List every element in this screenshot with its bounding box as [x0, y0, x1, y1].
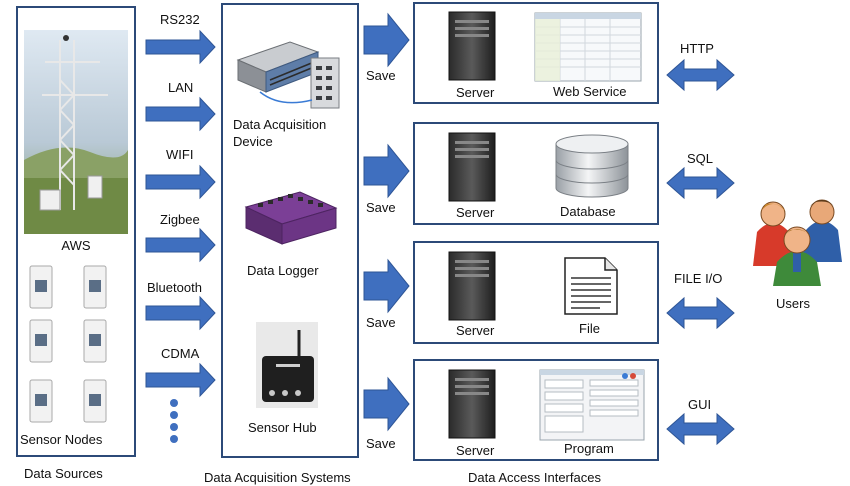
save-arrow-2 [363, 143, 410, 199]
protocol-label-sql: SQL [687, 151, 714, 166]
users-label: Users [776, 296, 810, 311]
protocol-label-http: HTTP [680, 41, 714, 56]
sensor-nodes-label: Sensor Nodes [20, 432, 103, 447]
link-arrows [145, 29, 216, 398]
file-label: File [579, 321, 600, 336]
server-label-3: Server [456, 323, 495, 338]
sensor-hub-label: Sensor Hub [248, 420, 317, 435]
more-links-dots [170, 399, 178, 443]
caption-access: Data Access Interfaces [468, 470, 601, 485]
program-image [539, 369, 645, 441]
aws-image [24, 30, 128, 234]
protocol-arrows [666, 58, 735, 446]
data-logger-image [244, 191, 338, 245]
server-label-4: Server [456, 443, 495, 458]
server-icons [448, 11, 496, 439]
link-label-rs232: RS232 [160, 12, 200, 27]
save-arrow-4 [363, 376, 410, 432]
server-label-1: Server [456, 85, 495, 100]
sensor-nodes-image [29, 265, 107, 423]
save-label-1: Save [366, 68, 396, 83]
link-arrow-lan [145, 96, 216, 132]
server-icon [448, 369, 496, 439]
server-icon [448, 132, 496, 202]
link-arrow-zigbee [145, 227, 216, 263]
link-label-zigbee: Zigbee [160, 212, 200, 227]
daq-device-label-line1: Data Acquisition [233, 117, 327, 132]
save-label-2: Save [366, 200, 396, 215]
link-label-bluetooth: Bluetooth [147, 280, 202, 295]
users-icon [753, 199, 842, 286]
protocol-label-file: FILE I/O [674, 271, 723, 286]
protocol-label-gui: GUI [688, 397, 712, 412]
caption-acquisition: Data Acquisition Systems [204, 470, 351, 485]
program-label: Program [564, 441, 614, 456]
database-icon [555, 134, 629, 198]
link-arrow-wifi [145, 164, 216, 200]
link-arrow-cdma [145, 362, 216, 398]
protocol-arrow-file [666, 296, 735, 330]
save-label-3: Save [366, 315, 396, 330]
caption-data-sources: Data Sources [24, 466, 103, 481]
data-logger-label: Data Logger [247, 263, 319, 278]
save-arrows [363, 12, 410, 432]
daq-device-image [236, 41, 340, 109]
web-service-image [534, 12, 642, 82]
file-icon [564, 257, 618, 315]
link-label-lan: LAN [168, 80, 194, 95]
web-service-label: Web Service [553, 84, 627, 99]
save-arrow-3 [363, 258, 410, 314]
link-arrow-rs232 [145, 29, 216, 65]
server-icon [448, 11, 496, 81]
server-icon [448, 251, 496, 321]
aws-label: AWS [61, 238, 91, 253]
save-arrow-1 [363, 12, 410, 68]
link-label-cdma: CDMA [161, 346, 200, 361]
protocol-arrow-http [666, 58, 735, 92]
link-label-wifi: WIFI [166, 147, 194, 162]
save-label-4: Save [366, 436, 396, 451]
protocol-arrow-sql [666, 166, 735, 200]
server-label-2: Server [456, 205, 495, 220]
link-arrow-bluetooth [145, 295, 216, 331]
protocol-arrow-gui [666, 412, 735, 446]
daq-device-label-line2: Device [233, 134, 273, 149]
sensor-hub-image [256, 322, 318, 408]
database-label: Database [560, 204, 616, 219]
